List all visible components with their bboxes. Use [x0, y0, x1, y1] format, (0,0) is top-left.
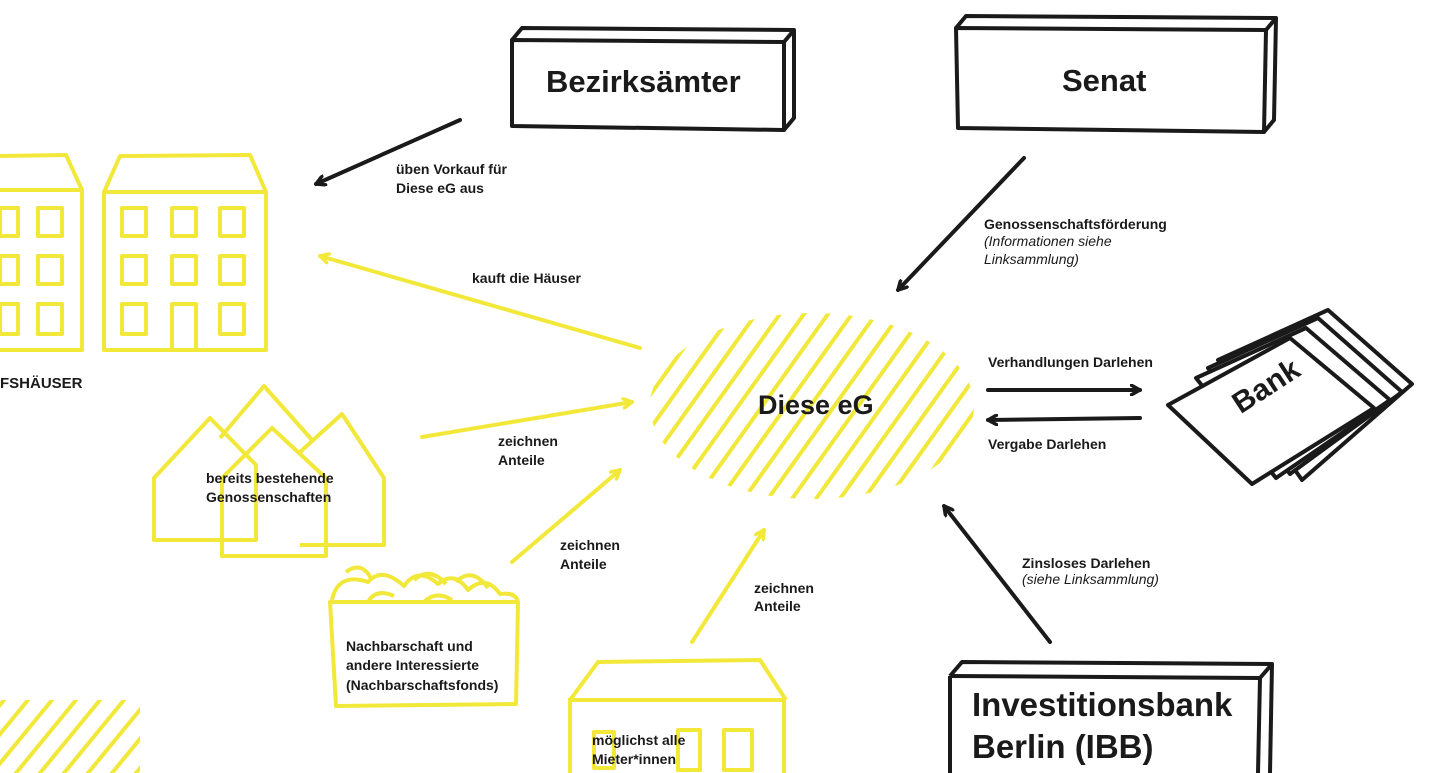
hatch-stroke — [782, 313, 936, 499]
hatch-stroke — [0, 700, 30, 738]
nachbarschaft-label-3: (Nachbarschaftsfonds) — [346, 677, 499, 693]
hatch-stroke — [650, 313, 720, 499]
yellow-arrows — [318, 256, 766, 644]
vergabe-label: Vergabe Darlehen — [988, 436, 1107, 452]
arrow-zeichnen-mieter — [690, 528, 766, 644]
bezirksaemter-title: Bezirksämter — [546, 64, 741, 99]
hatch-stroke — [734, 313, 888, 499]
arrow-kauft-haeuser — [318, 256, 642, 350]
hatch-stroke — [976, 300, 1126, 510]
hatch-stroke — [134, 764, 140, 773]
vorkaufshaeuser-drawing — [0, 153, 268, 352]
hatch-stroke — [0, 700, 54, 767]
genossenschaften-label-2: Genossenschaften — [206, 489, 332, 505]
hatch-stroke — [926, 313, 974, 499]
mieter-label-1: möglichst alle — [592, 732, 686, 748]
nachbarschaft-label-2: andere Interessierte — [346, 657, 480, 673]
arrow-vorkauf — [314, 118, 462, 184]
zinslos-note: (siehe Linksammlung) — [1022, 571, 1159, 587]
hatch-stroke — [110, 735, 140, 773]
senat-box — [954, 14, 1278, 134]
hatch-stroke — [854, 313, 974, 499]
hatch-stroke — [950, 313, 974, 499]
genossenschaften-label-1: bereits bestehende — [206, 470, 334, 486]
bank-stack — [1166, 308, 1414, 486]
ibb-title-line1: Investitionsbank — [972, 686, 1233, 723]
vorkauf-label-2: Diese eG aus — [396, 180, 484, 196]
black-arrows — [314, 118, 1142, 644]
hatch-stroke — [710, 313, 864, 499]
arrow-zinslos — [942, 504, 1052, 644]
ibb-box — [948, 660, 1274, 773]
hatch-stroke — [902, 313, 974, 499]
zeichnen-3-label-2: Anteile — [754, 598, 801, 614]
ibb-title-line2: Berlin (IBB) — [972, 728, 1154, 765]
zeichnen-2-label-1: zeichnen — [560, 537, 620, 553]
hatch-stroke — [650, 313, 672, 499]
hatch-stroke — [650, 313, 744, 499]
senat-title: Senat — [1062, 63, 1147, 98]
foerderung-note-1: (Informationen siehe — [984, 233, 1112, 249]
zinslos-label: Zinsloses Darlehen — [1022, 555, 1151, 571]
vorkaufshaeuser-label: FSHÄUSER — [0, 375, 83, 392]
diese-eg-title: Diese eG — [758, 390, 874, 420]
arrow-zeichnen-genossenschaften — [420, 402, 634, 439]
hatch-stroke — [650, 313, 768, 499]
hatch-stroke — [38, 700, 102, 773]
nachbarschaft-label-1: Nachbarschaft und — [346, 638, 473, 654]
zeichnen-2-label-2: Anteile — [560, 556, 607, 572]
hatch-stroke — [878, 313, 974, 499]
arrow-vergabe — [986, 418, 1142, 420]
foerderung-label: Genossenschaftsförderung — [984, 216, 1167, 232]
arrow-foerderung — [896, 156, 1026, 292]
mieter-label-2: Mieter*innen — [592, 751, 677, 767]
zeichnen-1-label-1: zeichnen — [498, 433, 558, 449]
hatch-stroke — [86, 706, 140, 773]
mieter-house-drawing — [568, 658, 788, 773]
bezirksaemter-box — [510, 26, 796, 132]
vorkauf-label-1: üben Vorkauf für — [396, 161, 507, 177]
kauft-label: kauft die Häuser — [472, 270, 581, 286]
hatch-stroke — [14, 700, 78, 773]
hatch-stroke — [686, 313, 840, 499]
genossenschaften-drawing — [152, 384, 386, 558]
nachbarschaft-drawing — [328, 565, 520, 708]
arrow-zeichnen-nachbarschaft — [510, 468, 622, 564]
zeichnen-3-label-1: zeichnen — [754, 580, 814, 596]
zeichnen-1-label-2: Anteile — [498, 452, 545, 468]
foerderung-note-2: Linksammlung) — [984, 251, 1079, 267]
hatch-stroke — [758, 313, 912, 499]
verhandlungen-label: Verhandlungen Darlehen — [988, 354, 1153, 370]
corner-hatch — [0, 700, 140, 773]
hatch-stroke — [1000, 300, 1150, 510]
hatch-stroke — [62, 700, 126, 773]
